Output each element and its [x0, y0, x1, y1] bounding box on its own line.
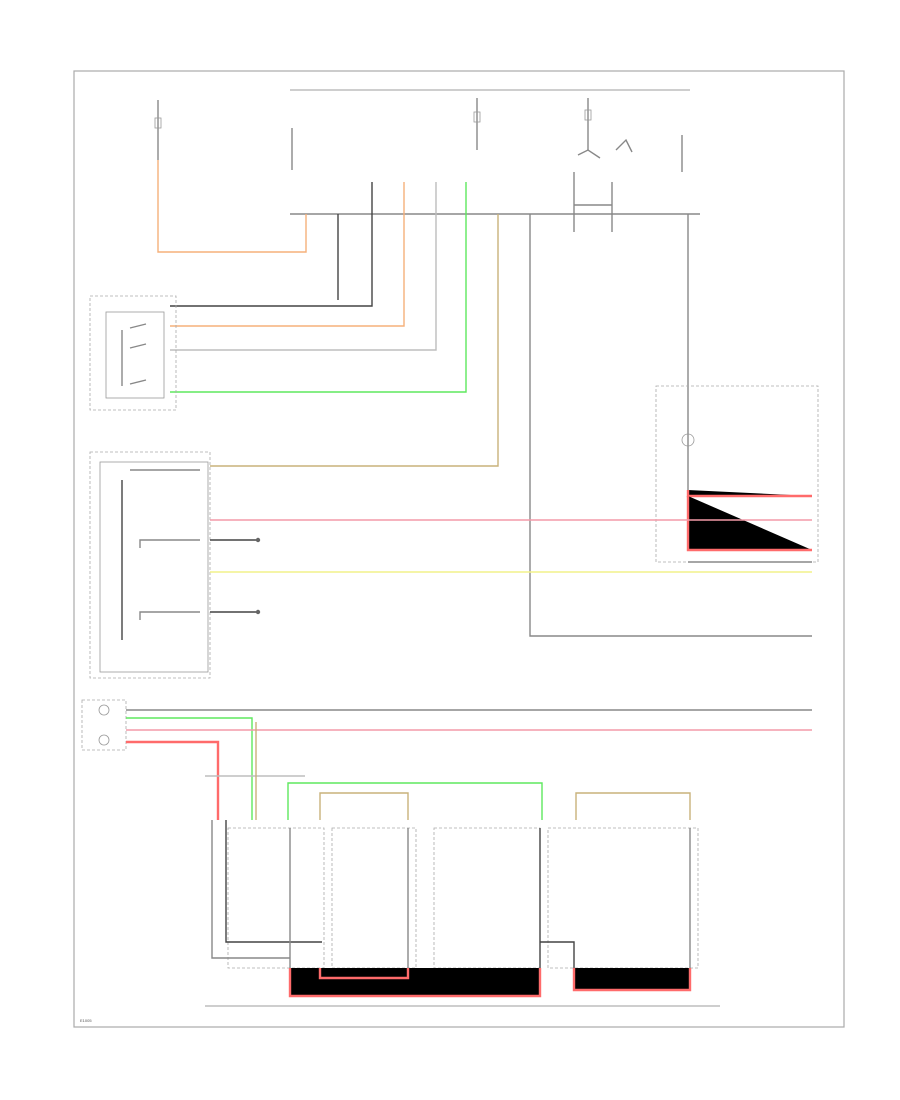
- switch-module-left: [89, 295, 177, 411]
- top-switch-group: [291, 98, 683, 214]
- bottom-return-loops: [205, 968, 720, 1007]
- actuator-group: [205, 722, 699, 969]
- horizontal-wires: [210, 519, 812, 615]
- diagram-frame: [73, 70, 845, 1028]
- diagram-code-label: E1005: [80, 1018, 92, 1023]
- control-unit-module: [89, 451, 211, 679]
- right-circuit: [655, 385, 819, 563]
- fuse-feed-left: [154, 100, 307, 253]
- connector-drops: [170, 182, 812, 637]
- lower-bus: [81, 699, 812, 820]
